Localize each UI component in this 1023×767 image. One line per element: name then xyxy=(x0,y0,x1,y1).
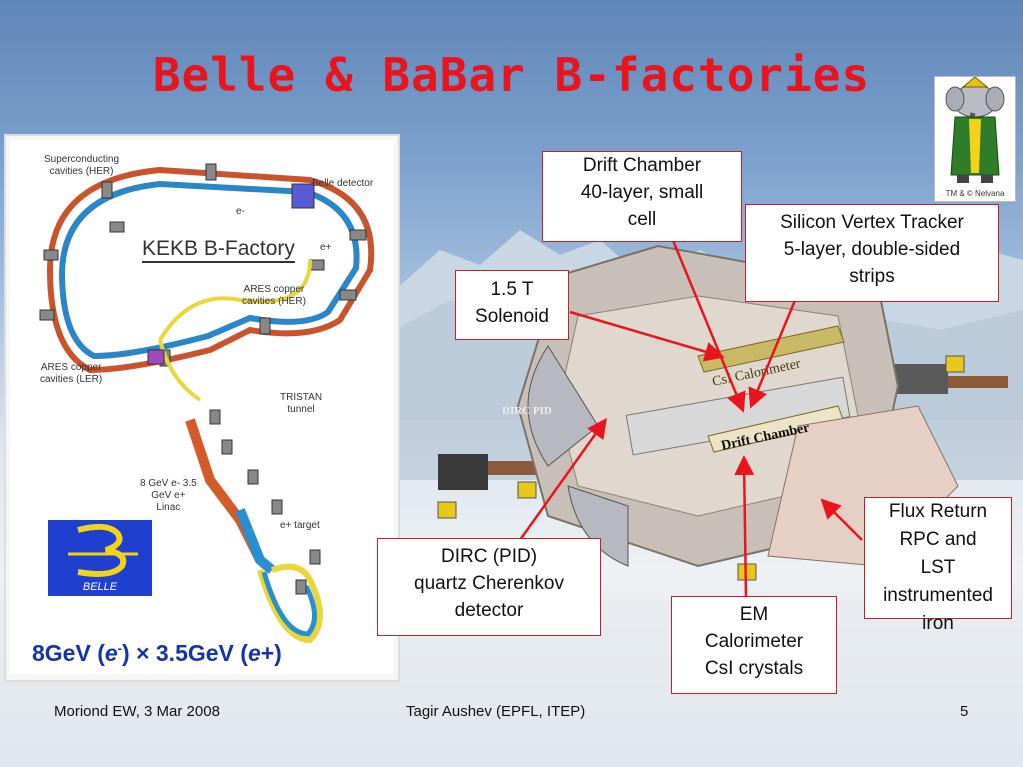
beam-energy: 8GeV (e-) × 3.5GeV (e+) xyxy=(32,640,282,667)
callout-svt-line3: strips xyxy=(849,266,895,287)
callout-flux-line2: RPC and xyxy=(899,529,977,550)
callout-svt-line1: Silicon Vertex Tracker xyxy=(780,212,964,233)
arrow-dirc xyxy=(518,417,607,541)
belle-b-icon xyxy=(68,523,138,577)
callout-flux-line1: Flux Return xyxy=(888,501,988,522)
arrow-drift-chamber xyxy=(670,237,746,413)
kekb-diagram: KEKB B-Factory Superconducting cavities … xyxy=(10,140,394,674)
callout-flux-line3: LST xyxy=(920,557,956,578)
callout-solenoid-line1: 1.5 T xyxy=(490,279,534,300)
energy-e2: e xyxy=(247,640,261,666)
arrow-flux xyxy=(820,498,863,541)
detector-label-dirc: DIRC PID xyxy=(502,405,552,417)
callout-em-line3: CsI crystals xyxy=(704,658,804,679)
label-e-minus: e- xyxy=(236,206,245,217)
energy-sup: - xyxy=(117,640,123,656)
callout-flux-line4: instrumented xyxy=(883,585,993,606)
callout-solenoid-line2: Solenoid xyxy=(475,306,549,327)
label-tristan: TRISTAN tunnel xyxy=(280,392,323,415)
callout-drift-chamber-line1: Drift Chamber xyxy=(582,155,702,176)
label-linac: 8 GeV e- 3.5 GeV e+ Linac xyxy=(140,478,197,513)
label-target: e+ target xyxy=(280,520,320,531)
label-sc-cavities: Superconducting cavities (HER) xyxy=(44,154,120,177)
belle-logo-label: BELLE xyxy=(82,581,118,593)
callout-em-line1: EM xyxy=(739,604,769,625)
label-ares-ler: ARES copper cavities (LER) xyxy=(40,362,103,385)
energy-plus: + xyxy=(260,640,275,666)
callout-dirc-line3: detector xyxy=(454,600,524,621)
callout-em-calorimeter: EM Calorimeter CsI crystals xyxy=(671,596,837,694)
callout-dirc-line1: DIRC (PID) xyxy=(440,546,538,567)
energy-text-1: 8GeV ( xyxy=(32,640,105,666)
babar-logo: TM & © Nelvana xyxy=(934,76,1016,202)
callout-solenoid: 1.5 T Solenoid xyxy=(455,270,569,340)
arrow-solenoid xyxy=(569,310,725,362)
callout-em-line2: Calorimeter xyxy=(704,631,804,652)
page-number: 5 xyxy=(960,703,969,720)
kekb-title: KEKB B-Factory xyxy=(142,237,295,263)
footer-author: Tagir Aushev (EPFL, ITEP) xyxy=(406,703,586,720)
callout-drift-chamber: Drift Chamber 40-layer, small cell xyxy=(542,151,742,242)
callout-flux-return: Flux Return RPC and LST instrumented iro… xyxy=(864,497,1012,634)
belle-logo: BELLE xyxy=(48,520,152,596)
label-e-plus: e+ xyxy=(320,242,332,253)
callout-drift-chamber-line2: 40-layer, small xyxy=(580,182,704,203)
footer-conference: Moriond EW, 3 Mar 2008 xyxy=(54,703,220,720)
arrow-em xyxy=(734,455,755,599)
babar-trademark: TM & © Nelvana xyxy=(945,189,1005,198)
energy-text-3: ) xyxy=(274,640,282,666)
arrow-svt xyxy=(748,297,798,409)
elephant-icon xyxy=(945,76,1005,183)
slide-title: Belle & BaBar B-factories xyxy=(152,48,871,102)
kekb-ring-drawing xyxy=(39,163,375,644)
babar-detector-drawing: CsI Calorimeter Drift Chamber DIRC PID xyxy=(437,244,1008,581)
label-belle-detector: Belle detector xyxy=(312,178,374,189)
callout-drift-chamber-line3: cell xyxy=(627,209,657,230)
callout-svt: Silicon Vertex Tracker 5-layer, double-s… xyxy=(745,204,999,302)
label-ares-her: ARES copper cavities (HER) xyxy=(242,284,306,307)
callout-dirc: DIRC (PID) quartz Cherenkov detector xyxy=(377,538,601,636)
callout-svt-line2: 5-layer, double-sided xyxy=(783,239,961,260)
kekb-diagram-panel: KEKB B-Factory Superconducting cavities … xyxy=(4,134,400,682)
energy-e1: e xyxy=(104,640,118,666)
callout-dirc-line2: quartz Cherenkov xyxy=(414,573,564,594)
energy-text-2: ) × 3.5GeV ( xyxy=(122,640,248,666)
callout-flux-line5: iron xyxy=(922,613,954,634)
